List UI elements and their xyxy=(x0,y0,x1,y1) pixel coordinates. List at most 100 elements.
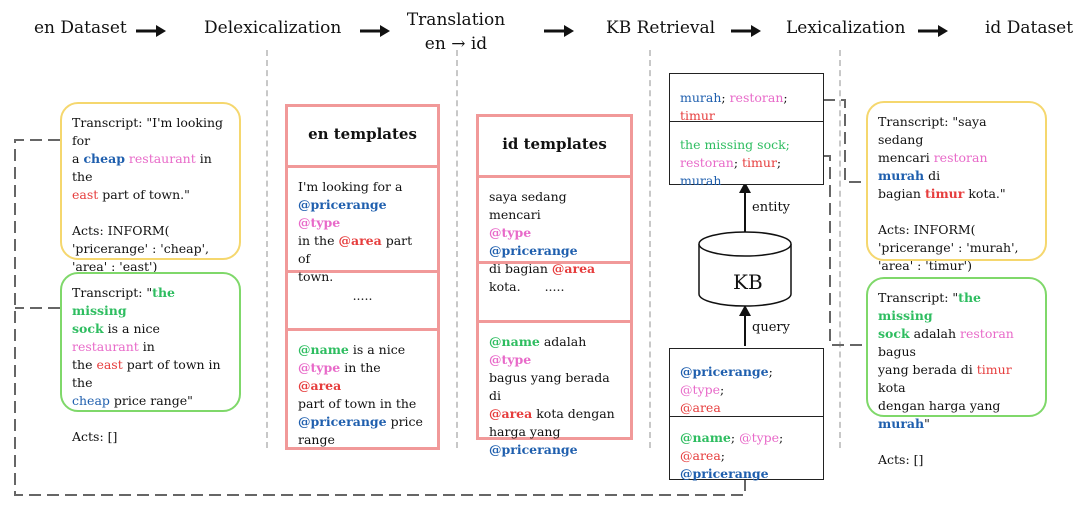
template-line: in the @area part of xyxy=(298,232,427,268)
entity-label: entity xyxy=(752,200,791,215)
stage-translation: Translation en → id xyxy=(405,8,507,56)
card-line: 'area' : 'east') xyxy=(72,259,158,274)
id-template-ellipsis: ..... xyxy=(479,264,630,323)
card-line: Transcript: "saya sedang xyxy=(878,114,987,147)
card-line: Acts: [] xyxy=(878,452,924,467)
arrow-right-icon xyxy=(136,25,166,37)
slot-area: timur xyxy=(742,155,777,170)
separator-text: ; xyxy=(720,448,725,463)
template-line: @type in the @area xyxy=(298,359,427,395)
slot-pricerange: murah xyxy=(878,168,925,183)
kb-label: KB xyxy=(733,270,763,294)
slot-type: restoran xyxy=(933,150,988,165)
card-line: 'pricerange' : 'murah', xyxy=(878,240,1019,255)
slot-pricerange: murah xyxy=(680,90,722,105)
template-text: in the xyxy=(298,233,339,248)
card-text: " xyxy=(924,416,930,431)
kb-line: restoran; timur; murah xyxy=(680,154,813,190)
id-template-2: @name adalah @type bagus yang berada di … xyxy=(479,323,630,457)
card-text: adalah xyxy=(909,326,961,341)
card-text: part of town in the xyxy=(72,357,221,390)
template-text: kota dengan xyxy=(532,406,615,421)
template-text: price xyxy=(386,414,423,429)
card-line: Transcript: "I'm looking for xyxy=(72,115,224,148)
card-text: the xyxy=(72,357,97,372)
slot-area: timur xyxy=(924,186,965,201)
en-dialogue-card-2: Transcript: "the missing sock is a nice … xyxy=(60,272,241,444)
slot-pricerange: @pricerange xyxy=(489,243,578,258)
kb-result-box: murah; restoran; timur the missing sock;… xyxy=(669,73,824,188)
kb-query-row-1: @pricerange; @type; @area xyxy=(670,349,823,417)
id-dialogue-card-2: Transcript: "the missing sock adalah res… xyxy=(866,277,1047,467)
stage-delexicalization: Delexicalization xyxy=(204,18,342,38)
card-text: in the xyxy=(72,151,212,184)
id-dialogue-card-1: Transcript: "saya sedang mencari restora… xyxy=(866,101,1047,273)
kb-line: @pricerange; @type; xyxy=(680,364,773,397)
slot-area: @area xyxy=(551,261,596,276)
template-text: part of town in the xyxy=(298,396,417,411)
slot-area: east xyxy=(96,357,123,372)
card-line: Acts: INFORM( xyxy=(878,222,976,237)
slot-pricerange: @pricerange xyxy=(298,197,387,212)
card-text: kota." xyxy=(964,186,1006,201)
template-text: town. xyxy=(298,269,334,284)
slot-type: restaurant xyxy=(72,339,139,354)
separator-text: ; xyxy=(733,155,743,170)
separator-line xyxy=(839,50,841,448)
template-text: part of xyxy=(298,233,413,266)
template-text: harga yang xyxy=(489,424,561,439)
slot-type: @type xyxy=(680,382,720,397)
slot-area: @area xyxy=(680,448,721,463)
slot-type: @type xyxy=(298,360,341,375)
template-text: bagus yang berada di xyxy=(489,370,610,403)
template-text: di bagian xyxy=(489,261,552,276)
slot-area: east xyxy=(72,187,99,202)
slot-pricerange: @pricerange xyxy=(489,442,578,457)
slot-type: @type xyxy=(739,430,780,445)
template-text: adalah xyxy=(539,334,587,349)
arrow-right-icon xyxy=(918,25,948,37)
card-line: a cheap restaurant in the xyxy=(72,150,229,186)
card-text: di xyxy=(924,168,941,183)
card-text: price range" xyxy=(109,393,193,408)
arrow-up-icon xyxy=(739,305,751,316)
card-text: in xyxy=(138,339,155,354)
kb-result-row-2: the missing sock; restoran; timur; murah xyxy=(670,122,823,188)
slot-name: @name xyxy=(489,334,540,349)
card-line: mencari restoran murah di xyxy=(878,149,1035,185)
stage-id-dataset: id Dataset xyxy=(985,18,1074,38)
template-text: I'm looking for a xyxy=(298,179,403,194)
card-text: a xyxy=(72,151,84,166)
template-line: @name is a nice xyxy=(298,341,427,359)
kb-query-box: @pricerange; @type; @area @name; @type; … xyxy=(669,348,824,483)
kb-line: @area; @pricerange xyxy=(680,447,813,483)
template-text: is a nice xyxy=(348,342,406,357)
separator-line xyxy=(456,50,458,448)
slot-area: @area xyxy=(489,406,533,421)
slot-pricerange: cheap xyxy=(83,151,125,166)
template-text: in the xyxy=(340,360,381,375)
template-text: kota. xyxy=(489,279,521,294)
en-template-2: @name is a nice @type in the @area part … xyxy=(288,331,437,447)
slot-name: sock xyxy=(878,326,910,341)
card-line: the east part of town in the xyxy=(72,356,229,392)
slot-pricerange: @pricerange xyxy=(680,466,769,481)
slot-name: sock xyxy=(72,321,104,336)
separator-text: ; xyxy=(721,90,730,105)
separator-line xyxy=(649,50,651,448)
template-line: @pricerange @type xyxy=(298,196,427,232)
card-text: bagian xyxy=(878,186,925,201)
query-label: query xyxy=(752,320,790,335)
card-text: part of town." xyxy=(98,187,190,202)
slot-pricerange: murah xyxy=(878,416,925,431)
stage-lexicalization: Lexicalization xyxy=(786,18,906,38)
card-line: east part of town." xyxy=(72,186,229,204)
en-templates-box: en templates I'm looking for a @priceran… xyxy=(285,104,440,450)
card-text: yang berada di xyxy=(878,362,977,377)
template-text: saya sedang mencari xyxy=(489,189,567,222)
separator-text: ; xyxy=(730,430,740,445)
template-line: @type @pricerange xyxy=(489,224,620,260)
card-text: dengan harga yang xyxy=(878,398,1001,413)
card-line: Acts: [] xyxy=(72,429,118,444)
